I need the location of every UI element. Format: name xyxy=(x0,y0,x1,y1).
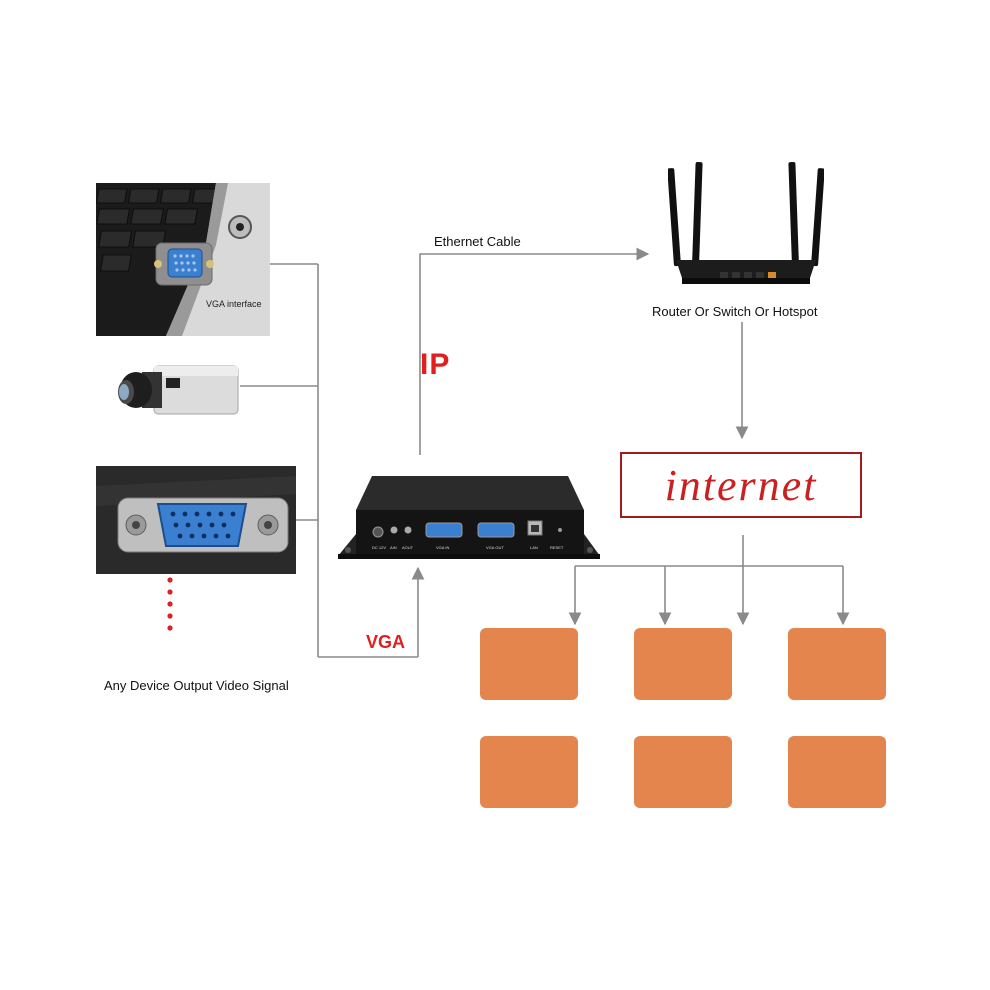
port-label-reset: RESET xyxy=(550,545,564,550)
display-box-5 xyxy=(634,736,732,808)
any-device-label: Any Device Output Video Signal xyxy=(104,678,289,693)
ip-label: IP xyxy=(420,348,451,381)
cctv-camera-photo xyxy=(112,360,240,420)
port-label-dc: DC 12V xyxy=(372,545,387,550)
display-box-1 xyxy=(480,628,578,700)
internet-label: internet xyxy=(664,461,818,510)
display-box-6 xyxy=(788,736,886,808)
display-box-2 xyxy=(634,628,732,700)
more-devices-dots xyxy=(167,577,173,631)
vga-label: VGA xyxy=(366,632,406,652)
display-box-3 xyxy=(788,628,886,700)
encoder-device-photo: DC 12V AIN AOUT VGA IN VGA OUT LAN RESET xyxy=(338,476,600,562)
ethernet-cable-label: Ethernet Cable xyxy=(434,234,521,249)
vga-port-closeup-photo xyxy=(96,466,296,574)
router-photo xyxy=(668,160,824,290)
port-label-lan: LAN xyxy=(530,545,538,550)
laptop-vga-port-photo: VGA interface xyxy=(96,183,270,336)
port-label-aout: AOUT xyxy=(402,545,414,550)
internet-box: internet xyxy=(620,452,862,518)
line-ethernet xyxy=(419,247,650,455)
port-label-ain: AIN xyxy=(390,545,397,550)
vga-interface-caption: VGA interface xyxy=(206,299,262,309)
display-box-4 xyxy=(480,736,578,808)
port-label-vga-out: VGA OUT xyxy=(486,545,504,550)
port-label-vga-in: VGA IN xyxy=(436,545,450,550)
router-label: Router Or Switch Or Hotspot xyxy=(652,304,818,319)
